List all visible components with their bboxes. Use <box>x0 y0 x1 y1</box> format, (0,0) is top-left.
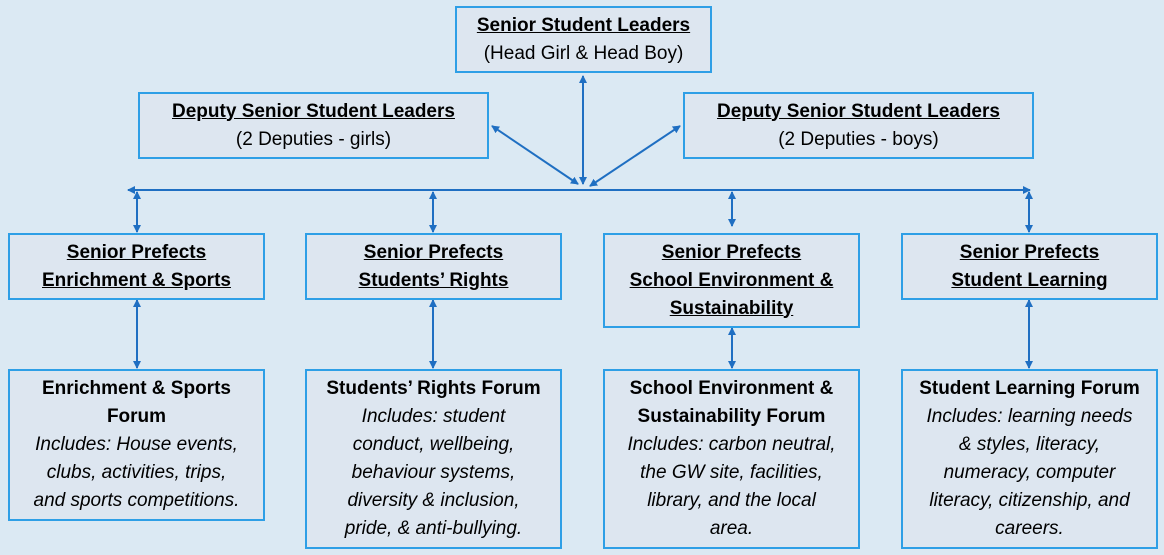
prefect-school-environment-box: Senior Prefects School Environment & Sus… <box>603 233 860 328</box>
box-title: Deputy Senior Student Leaders <box>717 100 1000 122</box>
box-title: Deputy Senior Student Leaders <box>172 100 455 122</box>
box-title-line2: Student Learning <box>951 269 1108 291</box>
box-title-line1: Senior Prefects <box>661 241 802 263</box>
forum-desc-line1: Includes: carbon neutral, <box>627 434 836 455</box>
senior-student-leaders-box: Senior Student Leaders (Head Girl & Head… <box>455 6 712 73</box>
forum-students-rights-box: Students’ Rights Forum Includes: student… <box>305 369 562 549</box>
box-subtitle: (2 Deputies - girls) <box>235 128 392 150</box>
box-title-line1: Senior Prefects <box>363 241 504 263</box>
forum-desc-line2: & styles, literacy, <box>958 434 1101 455</box>
box-title: Senior Student Leaders <box>476 14 691 36</box>
prefect-student-learning-box: Senior Prefects Student Learning <box>901 233 1158 300</box>
deputy-leaders-girls-box: Deputy Senior Student Leaders (2 Deputie… <box>138 92 489 159</box>
forum-desc-line5: careers. <box>995 518 1064 539</box>
box-title-line1: Senior Prefects <box>959 241 1100 263</box>
box-subtitle: (2 Deputies - boys) <box>778 128 939 150</box>
forum-desc-line3: library, and the local <box>647 490 816 511</box>
forum-heading-line1: Student Learning Forum <box>919 378 1140 399</box>
connector-deputy-girls <box>491 125 579 185</box>
deputy-leaders-boys-box: Deputy Senior Student Leaders (2 Deputie… <box>683 92 1034 159</box>
box-title-line2: Students’ Rights <box>358 269 509 291</box>
forum-desc-line1: Includes: House events, <box>35 434 238 455</box>
forum-enrichment-sports-box: Enrichment & Sports Forum Includes: Hous… <box>8 369 265 521</box>
box-subtitle: (Head Girl & Head Boy) <box>483 42 684 64</box>
forum-desc-line1: Includes: student <box>361 406 506 427</box>
forum-heading-line1: School Environment & <box>629 378 834 399</box>
forum-desc-line3: numeracy, computer <box>943 462 1116 483</box>
forum-desc-line4: literacy, citizenship, and <box>929 490 1130 511</box>
forum-student-learning-box: Student Learning Forum Includes: learnin… <box>901 369 1158 549</box>
forum-desc-line4: area. <box>709 518 754 539</box>
box-title-line1: Senior Prefects <box>66 241 207 263</box>
forum-desc-line1: Includes: learning needs <box>926 406 1133 427</box>
box-title-line2: School Environment & <box>629 269 834 291</box>
forum-desc-line2: the GW site, facilities, <box>640 462 823 483</box>
forum-heading-line2: Sustainability Forum <box>637 406 826 427</box>
prefect-enrichment-sports-box: Senior Prefects Enrichment & Sports <box>8 233 265 300</box>
connector-deputy-boys <box>589 125 681 187</box>
forum-desc-line4: diversity & inclusion, <box>347 490 520 511</box>
prefect-students-rights-box: Senior Prefects Students’ Rights <box>305 233 562 300</box>
forum-school-environment-box: School Environment & Sustainability Foru… <box>603 369 860 549</box>
forum-desc-line5: pride, & anti-bullying. <box>344 518 523 539</box>
forum-desc-line2: conduct, wellbeing, <box>352 434 515 455</box>
forum-heading-line2: Forum <box>106 406 167 427</box>
box-title-line2: Enrichment & Sports <box>42 269 231 291</box>
forum-desc-line2: clubs, activities, trips, <box>46 462 227 483</box>
forum-desc-line3: and sports competitions. <box>33 490 240 511</box>
forum-desc-line3: behaviour systems, <box>351 462 516 483</box>
box-title-line3: Sustainability <box>669 297 794 319</box>
forum-heading-line1: Enrichment & Sports <box>42 378 231 399</box>
forum-heading-line1: Students’ Rights Forum <box>326 378 541 399</box>
